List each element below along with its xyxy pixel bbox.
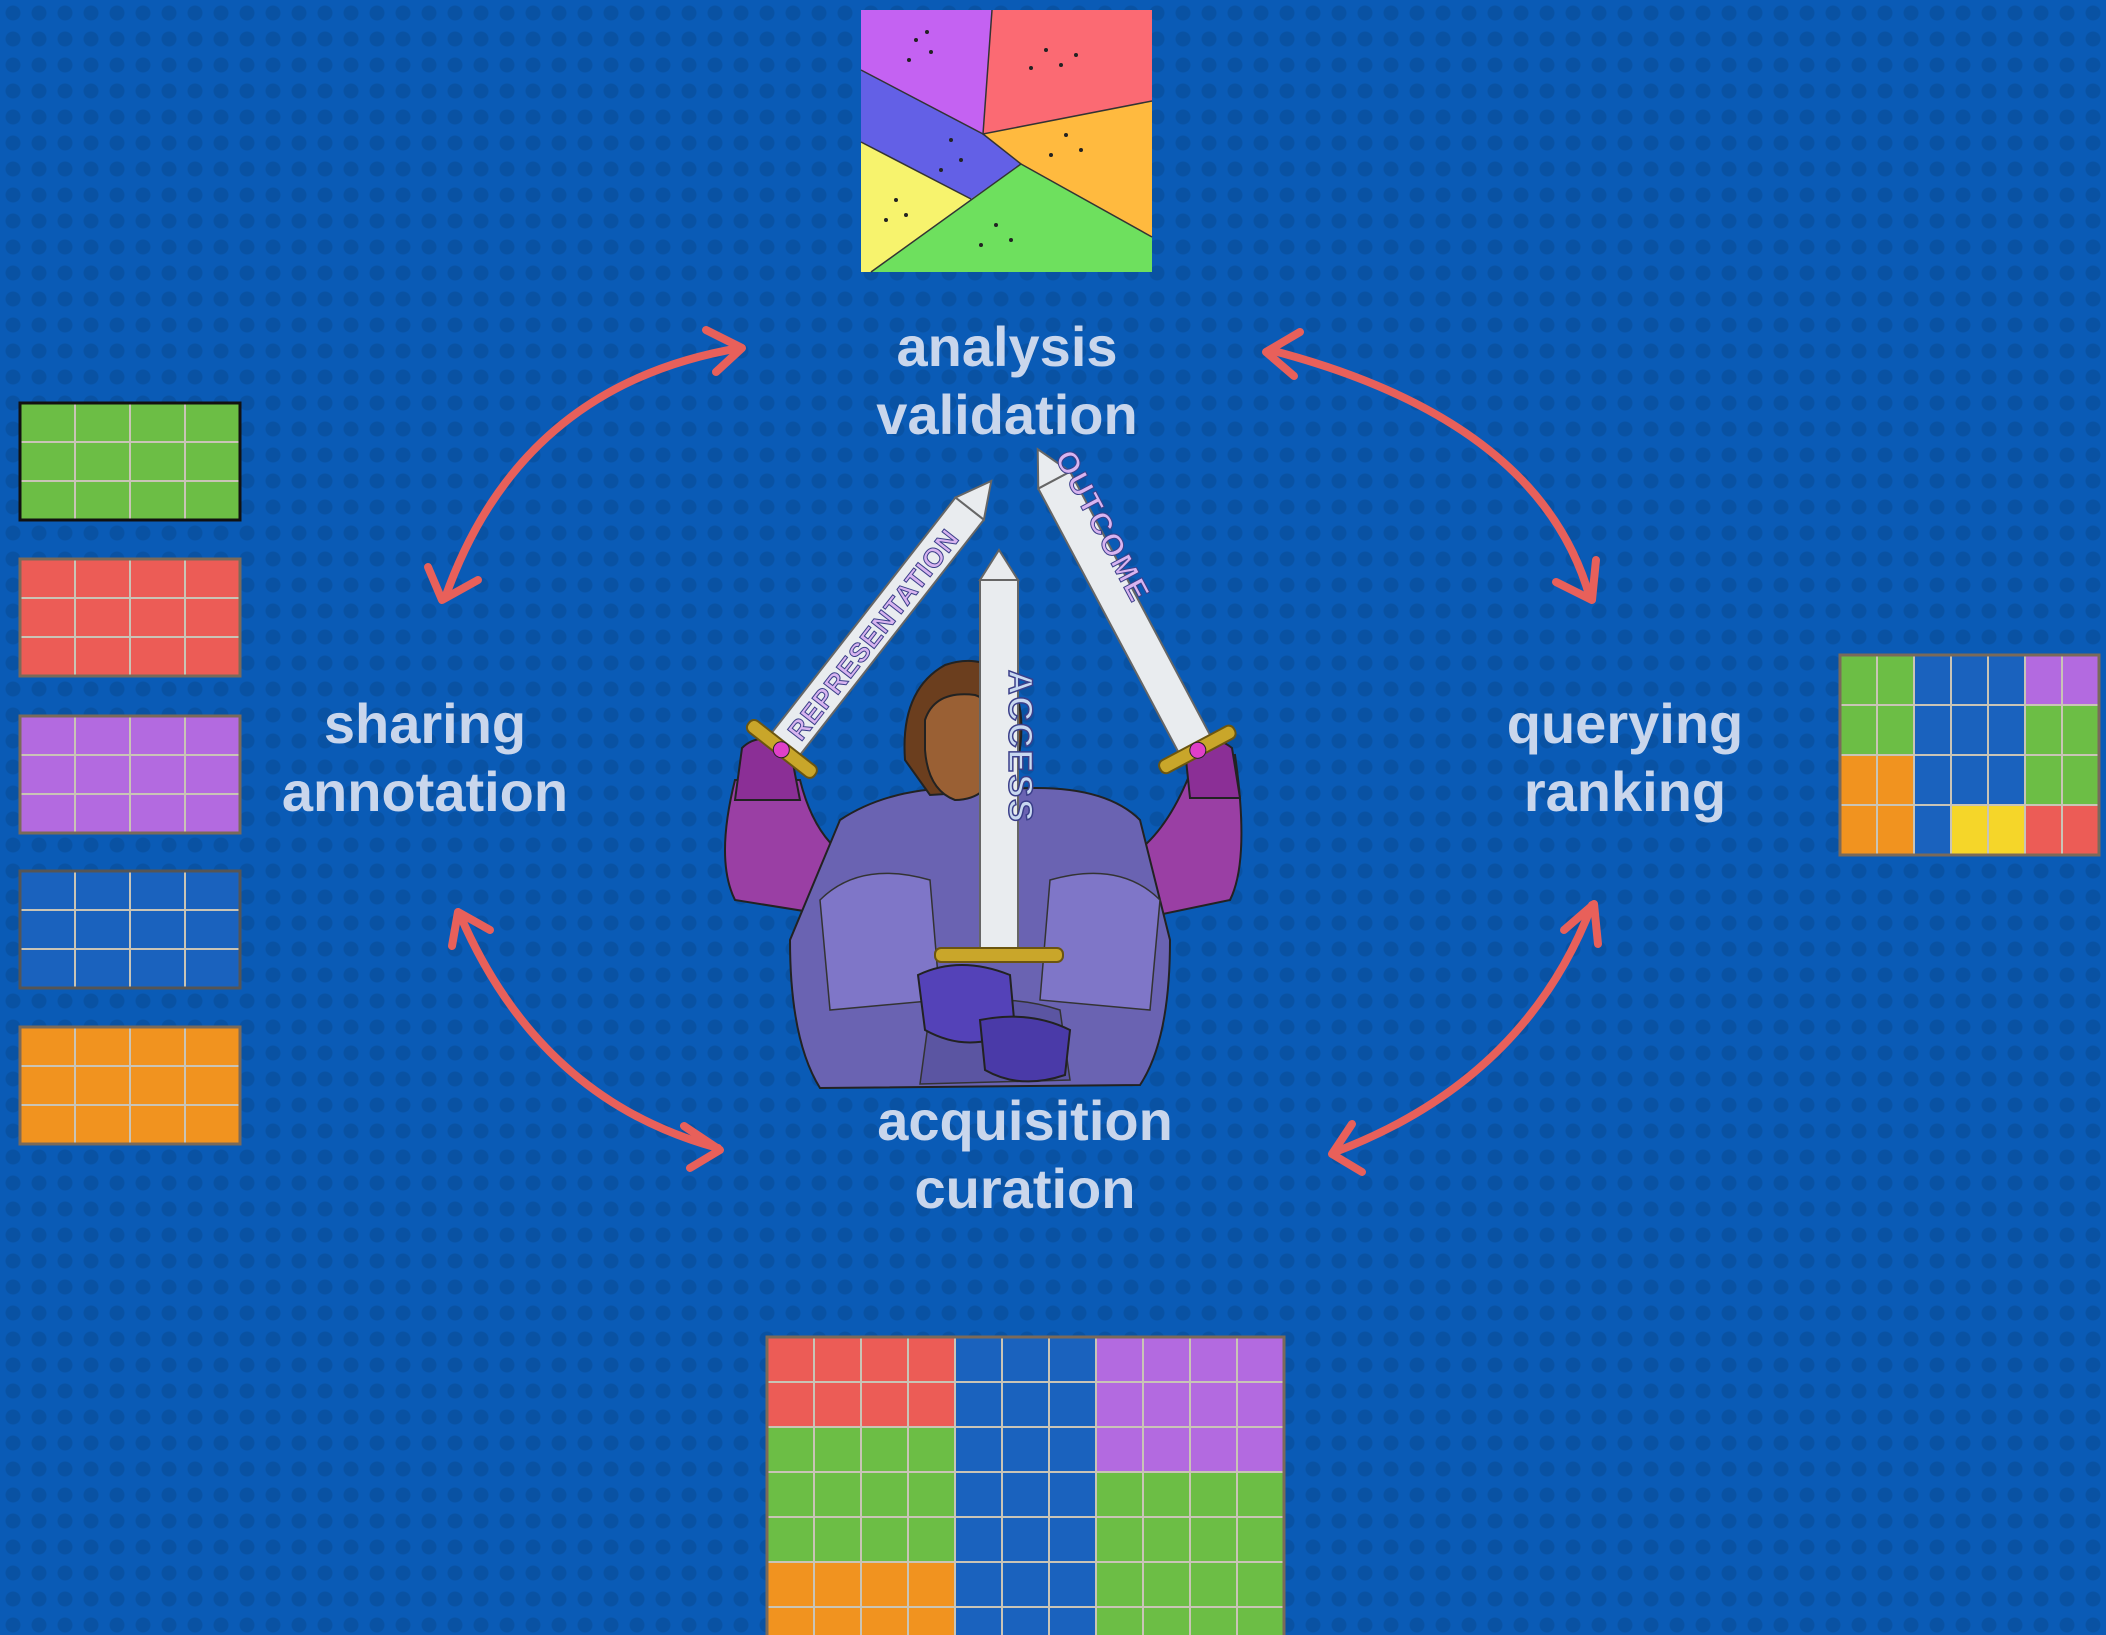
stage-label-top: analysis validation [862,313,1152,449]
grid-cell [74,909,131,950]
grid-cell [907,1426,956,1473]
grid-cell [19,402,76,443]
data-grid-icon [1838,653,2101,857]
grid-cell [184,597,241,638]
data-grid-icon [18,1025,242,1146]
grid-cell [129,715,186,756]
grid-cell [19,870,76,911]
grid-cell [954,1561,1003,1608]
data-grid-icon [18,401,242,522]
grid-cell [1142,1606,1191,1635]
grid-cell [129,597,186,638]
grid-cell [860,1516,909,1563]
grid-cell [860,1471,909,1518]
stage-left-line2: annotation [281,760,569,823]
stage-top-line1: analysis [896,315,1118,378]
grid-cell [860,1381,909,1428]
grid-cell [184,480,241,521]
data-grid-icon [18,869,242,990]
grid-cell [1236,1561,1285,1608]
double-arrow-icon [448,908,724,1172]
data-grid-icon [765,1335,1286,1635]
grid-cell [1987,754,2026,806]
grid-cell [184,441,241,482]
stage-label-right: querying ranking [1490,690,1760,826]
grid-cell [1236,1381,1285,1428]
grid-cell [129,948,186,989]
data-grid-icon [18,714,242,835]
grid-cell [1950,754,1989,806]
grid-cell [1001,1561,1050,1608]
grid-cell [1950,654,1989,706]
grid-cell [1048,1561,1097,1608]
grid-cell [74,441,131,482]
grid-cell [766,1336,815,1383]
grid-cell [129,793,186,834]
grid-cell [1236,1606,1285,1635]
grid-cell [19,480,76,521]
grid-cell [184,754,241,795]
grid-cell [1048,1516,1097,1563]
grid-cell [129,1104,186,1145]
double-arrow-icon [1262,328,1600,604]
sword-icon: ACCESS [934,548,1064,963]
grid-cell [129,909,186,950]
grid-cell [1142,1426,1191,1473]
grid-cell [1987,804,2026,856]
data-grid-icon [18,557,242,678]
stage-right-line2: ranking [1523,760,1727,823]
stage-label-left: sharing annotation [270,690,580,826]
grid-cell [1142,1336,1191,1383]
grid-cell [907,1381,956,1428]
grid-cell [860,1426,909,1473]
grid-cell [907,1516,956,1563]
grid-cell [2061,704,2100,756]
grid-cell [1913,704,1952,756]
double-arrow-icon [424,326,746,604]
grid-cell [74,948,131,989]
grid-cell [1189,1381,1238,1428]
grid-cell [813,1516,862,1563]
grid-cell [1095,1381,1144,1428]
grid-cell [907,1336,956,1383]
grid-cell [184,948,241,989]
grid-cell [19,754,76,795]
grid-cell [184,636,241,677]
grid-cell [184,558,241,599]
grid-cell [1095,1336,1144,1383]
stage-top-line2: validation [876,383,1138,446]
grid-cell [1048,1426,1097,1473]
grid-cell [766,1606,815,1635]
grid-cell [74,1065,131,1106]
grid-cell [954,1516,1003,1563]
stage-left-line1: sharing [323,692,527,755]
grid-cell [19,1104,76,1145]
grid-cell [1913,754,1952,806]
grid-cell [2061,654,2100,706]
grid-cell [907,1561,956,1608]
grid-cell [1236,1426,1285,1473]
grid-cell [1839,704,1878,756]
sword-center-label: ACCESS [1001,670,1039,824]
double-arrow-icon [1328,900,1602,1176]
stage-right-line1: querying [1506,692,1744,755]
grid-cell [2024,704,2063,756]
grid-cell [1236,1336,1285,1383]
stage-label-bottom: acquisition curation [860,1087,1190,1223]
grid-cell [1001,1381,1050,1428]
grid-cell [1913,804,1952,856]
stage-bottom-line1: acquisition [877,1089,1173,1152]
stage-bottom-line2: curation [914,1157,1136,1220]
grid-cell [129,480,186,521]
